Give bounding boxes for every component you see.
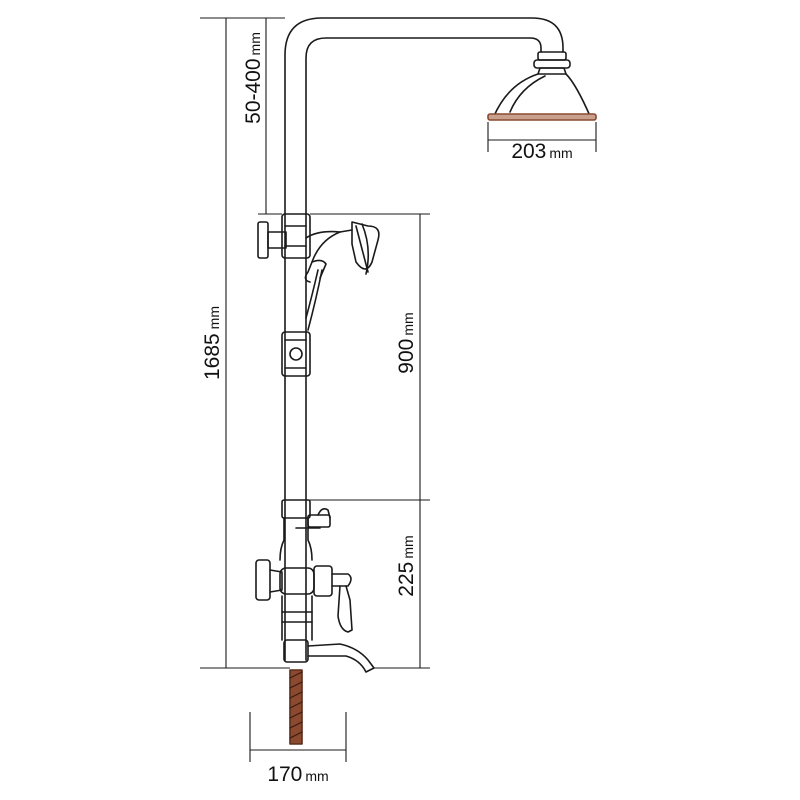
rain-shower-head [487,51,597,121]
dim-total-height-label: 1685mm [201,306,224,380]
dim-hose-width-lines [249,712,347,762]
dim-head-diameter-lines [487,122,597,152]
upper-wall-bracket [257,213,311,259]
bath-spout [283,639,375,673]
dim-arm-drop-lines [258,17,285,215]
riser-pipe [284,17,564,661]
dim-slide-rail-label: 900mm [395,312,418,373]
dim-mixer-height-label: 225mm [395,535,418,596]
hand-shower [304,221,380,331]
supply-hose [289,669,303,745]
slider-block [281,331,311,377]
mixer-valve [255,559,353,641]
dim-slide-rail-lines [306,213,430,501]
dim-mixer-height-lines [374,500,430,669]
dim-arm-drop-label: 50-400mm [242,32,265,124]
diverter-body [279,499,331,561]
